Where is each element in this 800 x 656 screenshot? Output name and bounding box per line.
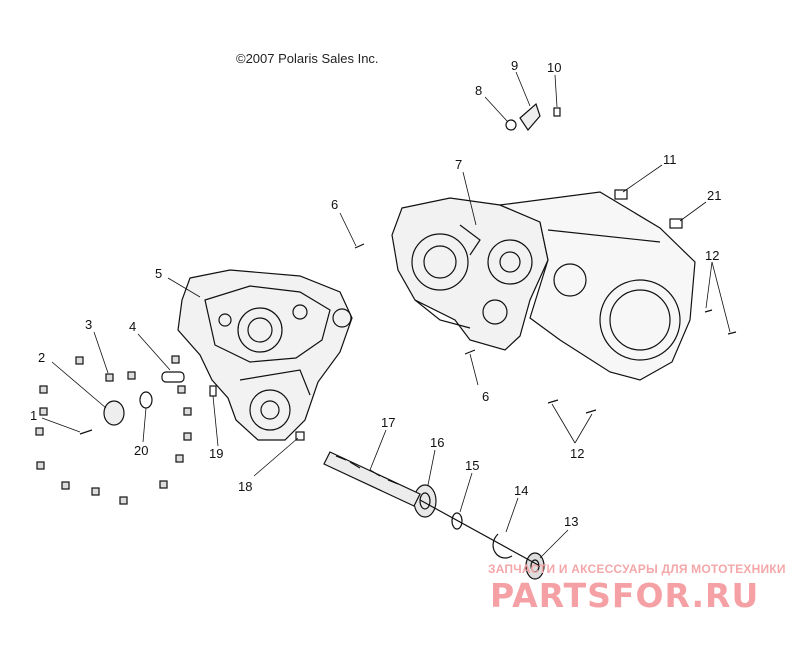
callout-3: 3: [85, 317, 92, 332]
middle-case-cover: [391, 197, 549, 351]
callout-18: 18: [238, 479, 252, 494]
pin-1: [79, 429, 93, 435]
callout-1: 1: [30, 408, 37, 423]
watermark-tagline: ЗАПЧАСТИ И АКСЕССУАРЫ ДЛЯ МОТОТЕХНИКИ: [488, 562, 786, 576]
watermark-logo: PARTSFOR.RU: [490, 576, 760, 615]
bolt-10: [553, 107, 561, 117]
washer-20: [139, 391, 153, 409]
callout-12-top: 12: [705, 248, 719, 263]
left-gearcase-housing: [177, 269, 353, 441]
leader-lines: [41, 71, 731, 559]
callout-2: 2: [38, 350, 45, 365]
callout-6-bottom: 6: [482, 389, 489, 404]
bolt-set: [35, 355, 192, 505]
seal-16: [413, 484, 437, 518]
speed-sensor-9: [519, 102, 541, 131]
vent-21: [669, 218, 683, 229]
snap-ring-14: [492, 533, 513, 559]
callout-8: 8: [475, 83, 482, 98]
bearing-2: [103, 400, 125, 426]
callout-19: 19: [209, 446, 223, 461]
callout-5: 5: [155, 266, 162, 281]
callout-17: 17: [381, 415, 395, 430]
callout-15: 15: [465, 458, 479, 473]
callout-labels: 1 2 3 4 5 6 6 7 8 9 10 11 12 12 13 14 15…: [30, 58, 721, 529]
callout-11: 11: [663, 152, 677, 167]
vent-11: [614, 189, 628, 200]
callout-16: 16: [430, 435, 444, 450]
callout-20: 20: [134, 443, 148, 458]
output-shaft-17: [323, 451, 541, 567]
callout-4: 4: [129, 319, 136, 334]
callout-14: 14: [514, 483, 528, 498]
o-ring-8: [505, 119, 517, 131]
callout-13: 13: [564, 514, 578, 529]
copyright-text: ©2007 Polaris Sales Inc.: [236, 51, 379, 66]
callout-6-top: 6: [331, 197, 338, 212]
dowel-18: [295, 431, 305, 441]
callout-12-bottom: 12: [570, 446, 584, 461]
callout-7: 7: [455, 157, 462, 172]
o-ring-15: [451, 512, 463, 530]
callout-10: 10: [547, 60, 561, 75]
callout-9: 9: [511, 58, 518, 73]
right-case-cover: [497, 191, 696, 381]
dowel-19: [209, 385, 217, 397]
callout-21: 21: [707, 188, 721, 203]
bushing-4: [161, 371, 185, 383]
bearing-13: [525, 552, 545, 580]
